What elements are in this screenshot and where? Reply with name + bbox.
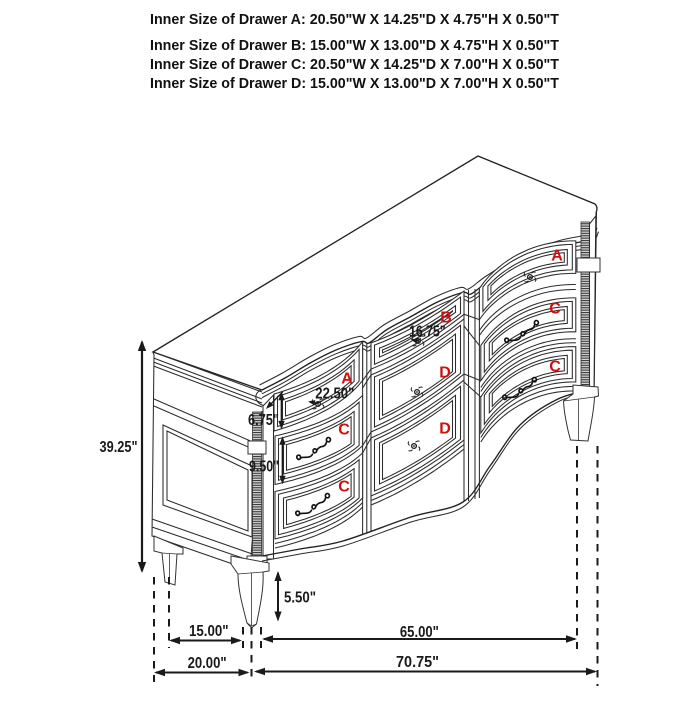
svg-text:Inner Size of Drawer A: 20.50": Inner Size of Drawer A: 20.50"W X 14.25"… xyxy=(150,12,559,28)
svg-text:C: C xyxy=(338,479,350,496)
svg-text:A: A xyxy=(551,248,563,265)
svg-text:5.50": 5.50" xyxy=(284,590,316,607)
svg-text:Inner Size of Drawer B: 15.00": Inner Size of Drawer B: 15.00"W X 13.00"… xyxy=(150,38,559,54)
svg-text:A: A xyxy=(341,371,353,388)
svg-text:65.00": 65.00" xyxy=(400,624,439,641)
svg-text:C: C xyxy=(549,359,561,376)
svg-text:16.75": 16.75" xyxy=(409,323,446,340)
svg-text:Inner Size of Drawer D: 15.00": Inner Size of Drawer D: 15.00"W X 13.00"… xyxy=(150,76,559,92)
svg-text:C: C xyxy=(549,301,561,318)
svg-text:Inner Size of Drawer C: 20.50": Inner Size of Drawer C: 20.50"W X 14.25"… xyxy=(150,57,559,73)
svg-text:D: D xyxy=(439,365,451,382)
svg-text:D: D xyxy=(439,421,451,438)
svg-text:B: B xyxy=(440,310,452,327)
svg-text:6.75": 6.75" xyxy=(248,412,279,429)
svg-text:9.50": 9.50" xyxy=(249,459,279,476)
svg-text:20.00": 20.00" xyxy=(188,655,227,672)
svg-text:70.75": 70.75" xyxy=(396,654,439,671)
svg-text:C: C xyxy=(338,422,350,439)
svg-text:39.25": 39.25" xyxy=(100,439,138,456)
svg-text:22.50": 22.50" xyxy=(315,386,354,403)
svg-text:15.00": 15.00" xyxy=(189,623,229,640)
